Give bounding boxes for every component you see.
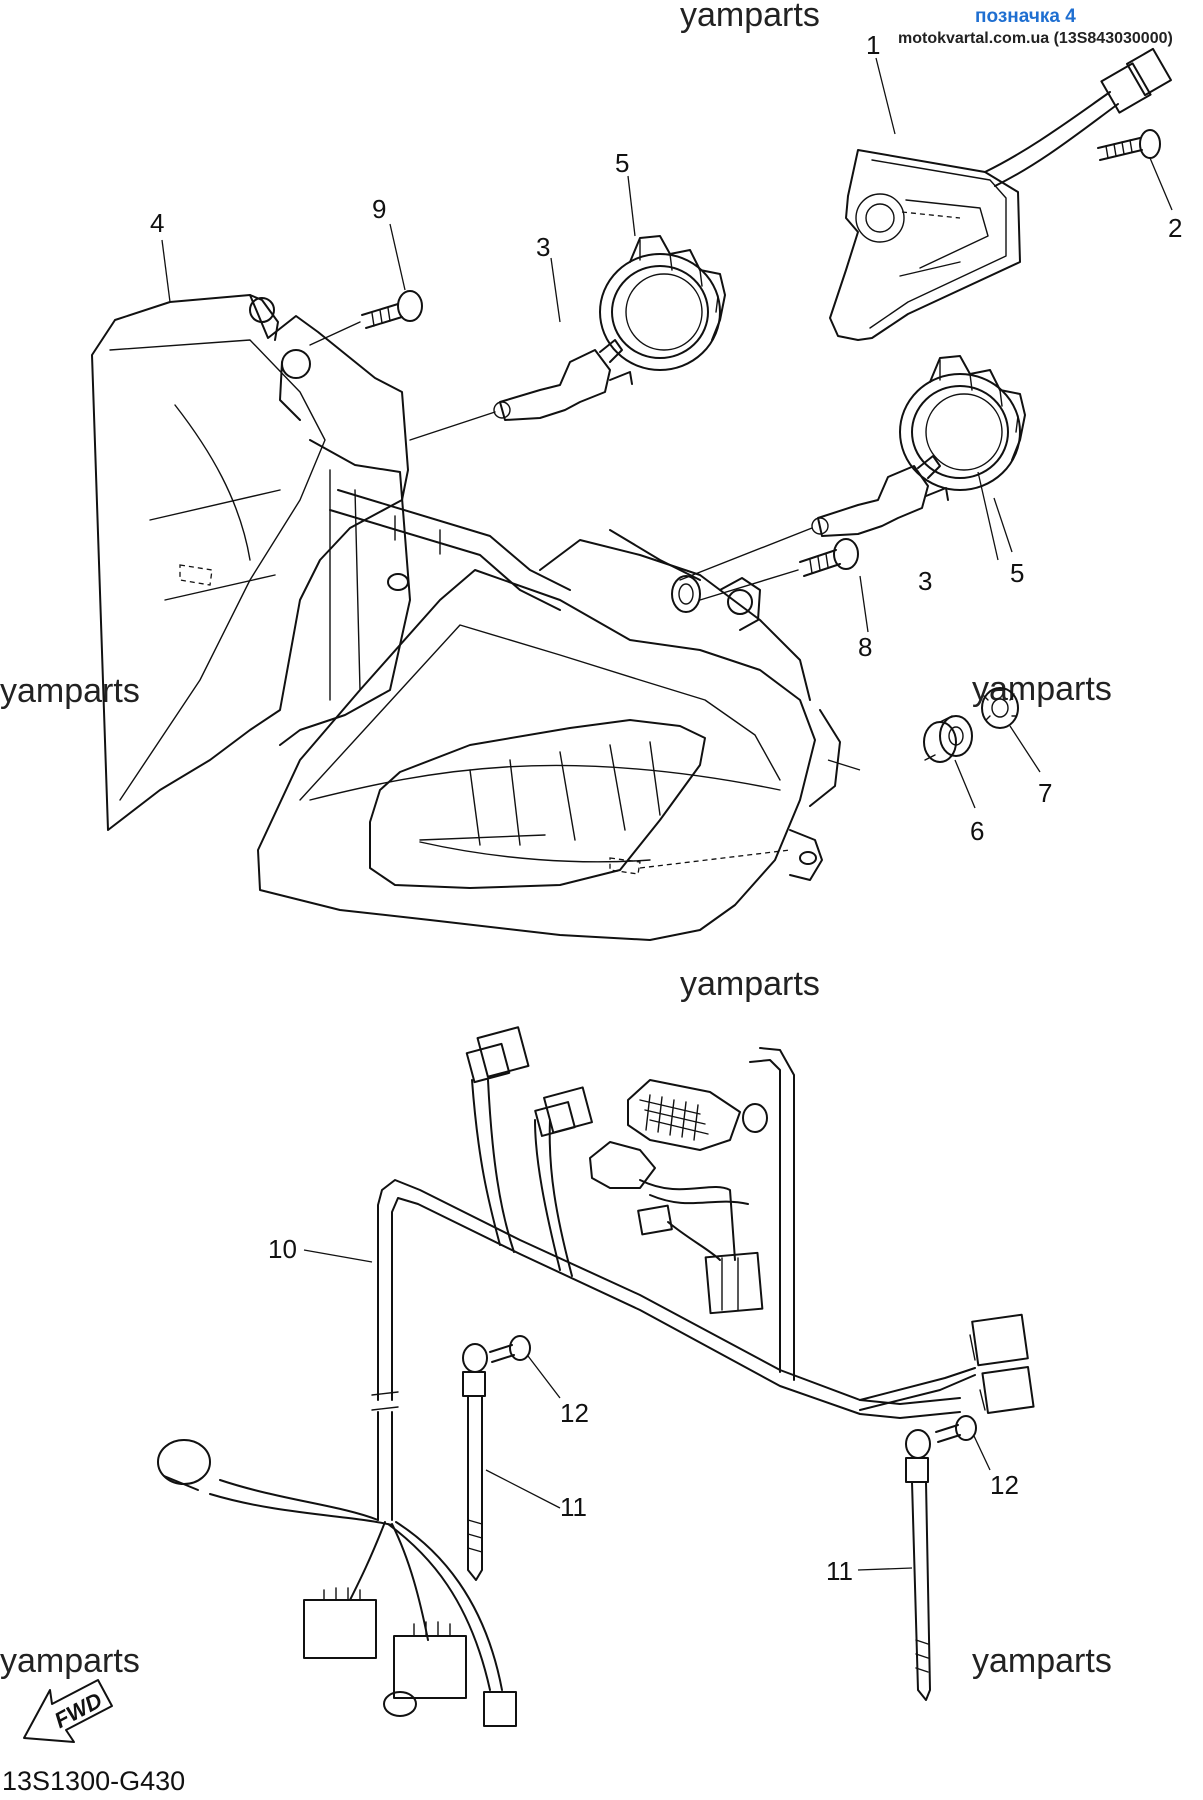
callout-label: 11: [826, 1556, 853, 1586]
part-3-bulb-upper: [409, 339, 633, 441]
part-3-bulb-lower: [679, 455, 949, 581]
watermark: yamparts: [0, 672, 140, 710]
callout-label: 5: [1010, 558, 1024, 588]
callout-label: 2: [1168, 213, 1182, 243]
watermark: yamparts: [680, 965, 820, 1003]
part-9-screw: [309, 290, 423, 346]
callout-label: 8: [858, 632, 872, 662]
part-5-socket-cover-lower: [899, 355, 1026, 491]
part-11-cable-tie-left: [462, 1343, 488, 1581]
callout-label: 6: [970, 816, 984, 846]
callout-label: 9: [372, 194, 386, 224]
watermark: yamparts: [972, 1642, 1112, 1680]
part-12-screw-right: [935, 1415, 977, 1443]
part-12-screw-left: [489, 1335, 531, 1363]
part-7-clip-nut: [981, 687, 1019, 729]
forward-label: FWD: [50, 1687, 106, 1733]
part-6-grommet: [923, 715, 973, 763]
callout-label: 7: [1038, 778, 1052, 808]
part-2-screw: [1097, 129, 1161, 161]
callout-label: 5: [615, 148, 629, 178]
callout-label: 4: [150, 208, 164, 238]
headlight-right-unit: [257, 529, 841, 941]
callout-label: 12: [990, 1470, 1019, 1500]
watermark: yamparts: [0, 1642, 140, 1680]
part-4-headlight-left: [91, 294, 411, 831]
leader-lines-upper: [161, 57, 1173, 809]
part-10-wiring-harness: [157, 1026, 1035, 1727]
callout-label: 3: [918, 566, 932, 596]
callout-label: 11: [560, 1492, 587, 1522]
source-reference: motokvartal.com.ua (13S843030000): [898, 30, 1173, 47]
part-5-socket-cover-upper: [599, 235, 726, 371]
watermark: yamparts: [680, 0, 820, 34]
diagram-tag-label: позначка 4: [975, 6, 1076, 27]
forward-direction-arrow: FWD: [23, 1679, 113, 1743]
callout-label: 1: [866, 30, 880, 60]
part-11-cable-tie-right: [905, 1429, 931, 1701]
leader-lines-lower: [303, 1249, 991, 1571]
diagram-code: 13S1300-G430: [2, 1766, 185, 1796]
part-1-headlight-cover: [829, 47, 1172, 341]
callout-label: 10: [268, 1234, 297, 1264]
callout-label: 12: [560, 1398, 589, 1428]
part-8-screw: [699, 538, 859, 601]
callout-numbers: 1 2 3 3 4 5 5 6 7 8 9 10 11 11 12 12: [150, 30, 1182, 1586]
headlight-bridge-bar: [329, 489, 571, 611]
callout-label: 3: [536, 232, 550, 262]
